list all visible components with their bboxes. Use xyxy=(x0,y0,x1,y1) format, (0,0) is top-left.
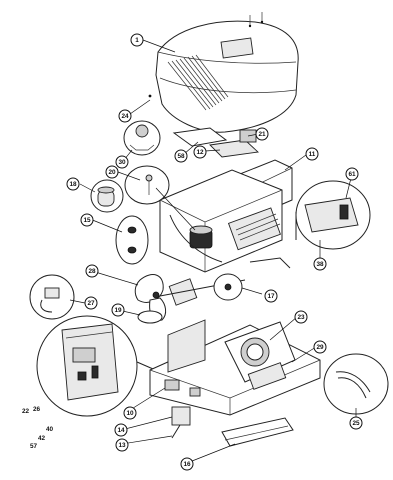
callout-number: 27 xyxy=(87,300,95,307)
callout-number: 1 xyxy=(135,37,139,44)
callout-circle xyxy=(80,213,94,227)
callout-38: 38 xyxy=(313,257,327,271)
callout-18: 18 xyxy=(66,177,80,191)
capacitor xyxy=(90,179,124,213)
callout-number: 23 xyxy=(297,314,305,321)
callout-circle xyxy=(111,303,125,317)
callout-number: 20 xyxy=(108,169,116,176)
callout-number: 15 xyxy=(83,217,91,224)
blower-wheel xyxy=(123,120,161,156)
callout-number: 16 xyxy=(183,461,191,468)
callout-23: 23 xyxy=(294,310,308,324)
callout-15: 15 xyxy=(80,213,94,227)
callout-circle xyxy=(180,457,194,471)
callout-24: 24 xyxy=(118,109,132,123)
motor-ring xyxy=(137,310,163,324)
callout-number: 24 xyxy=(121,113,129,120)
callout-circle xyxy=(66,177,80,191)
callout-number: 12 xyxy=(196,149,204,156)
callout-11: 11 xyxy=(305,147,319,161)
shroud-cover xyxy=(148,12,299,133)
callout-number: 61 xyxy=(348,171,356,178)
evaporator-assembly xyxy=(159,169,291,273)
callout-number: 38 xyxy=(316,261,324,268)
callout-circle xyxy=(114,423,128,437)
callout-29: 29 xyxy=(313,340,327,354)
callout-17: 17 xyxy=(264,289,278,303)
callout-number: 13 xyxy=(118,442,126,449)
callout-number: 10 xyxy=(126,410,134,417)
callout-number: 18 xyxy=(69,181,77,188)
callout-number: 29 xyxy=(316,344,324,351)
callout-circle xyxy=(305,147,319,161)
callout-circle xyxy=(105,165,119,179)
callout-circle xyxy=(349,416,363,430)
label-57: 57 xyxy=(30,443,38,450)
callout-circle xyxy=(115,438,129,452)
capacitor-cap xyxy=(124,165,170,205)
callout-circle xyxy=(130,33,144,47)
gasket-plate xyxy=(172,127,260,158)
callout-number: 21 xyxy=(258,131,266,138)
callout-circle xyxy=(174,149,188,163)
callout-30: 30 xyxy=(115,155,129,169)
callout-number: 11 xyxy=(309,151,316,158)
callout-number: 14 xyxy=(117,427,125,434)
callout-12: 12 xyxy=(193,145,207,159)
callout-circle xyxy=(313,257,327,271)
callout-circle xyxy=(313,340,327,354)
hose-detail xyxy=(323,353,389,415)
callout-circle xyxy=(84,296,98,310)
callout-28: 28 xyxy=(85,264,99,278)
callout-circle xyxy=(123,406,137,420)
callout-21: 21 xyxy=(255,127,269,141)
callout-number: 30 xyxy=(118,159,126,166)
callout-number: 17 xyxy=(267,293,275,300)
callout-number: 28 xyxy=(88,268,96,275)
callout-circle xyxy=(264,289,278,303)
callout-circle xyxy=(193,145,207,159)
callout-circle xyxy=(255,127,269,141)
callout-13: 13 xyxy=(115,438,129,452)
callout-circle xyxy=(345,167,359,181)
callout-19: 19 xyxy=(111,303,125,317)
label-22: 22 xyxy=(22,408,30,415)
callout-circle xyxy=(85,264,99,278)
callout-14: 14 xyxy=(114,423,128,437)
blower-motor xyxy=(159,273,246,306)
control-box-detail xyxy=(36,315,161,417)
callout-circle xyxy=(118,109,132,123)
label-40: 40 xyxy=(46,426,54,433)
callout-10: 10 xyxy=(123,406,137,420)
mounting-clip xyxy=(115,215,149,265)
callout-58: 58 xyxy=(174,149,188,163)
thermostat-detail xyxy=(295,180,371,250)
free-labels: 22 26 40 42 57 xyxy=(22,406,54,450)
wiring-detail xyxy=(29,274,75,320)
base-pan xyxy=(149,319,321,416)
callout-number: 19 xyxy=(114,307,122,314)
callout-1: 1 xyxy=(130,33,144,47)
callout-61: 61 xyxy=(345,167,359,181)
callout-number: 58 xyxy=(177,153,185,160)
callout-20: 20 xyxy=(105,165,119,179)
callout-16: 16 xyxy=(180,457,194,471)
callout-25: 25 xyxy=(349,416,363,430)
terminal-box xyxy=(171,406,191,439)
callout-number: 25 xyxy=(352,420,360,427)
label-42: 42 xyxy=(38,435,46,442)
callout-circle xyxy=(115,155,129,169)
callout-27: 27 xyxy=(84,296,98,310)
drain-bracket xyxy=(221,417,294,447)
callout-circle xyxy=(294,310,308,324)
label-26: 26 xyxy=(33,406,41,413)
